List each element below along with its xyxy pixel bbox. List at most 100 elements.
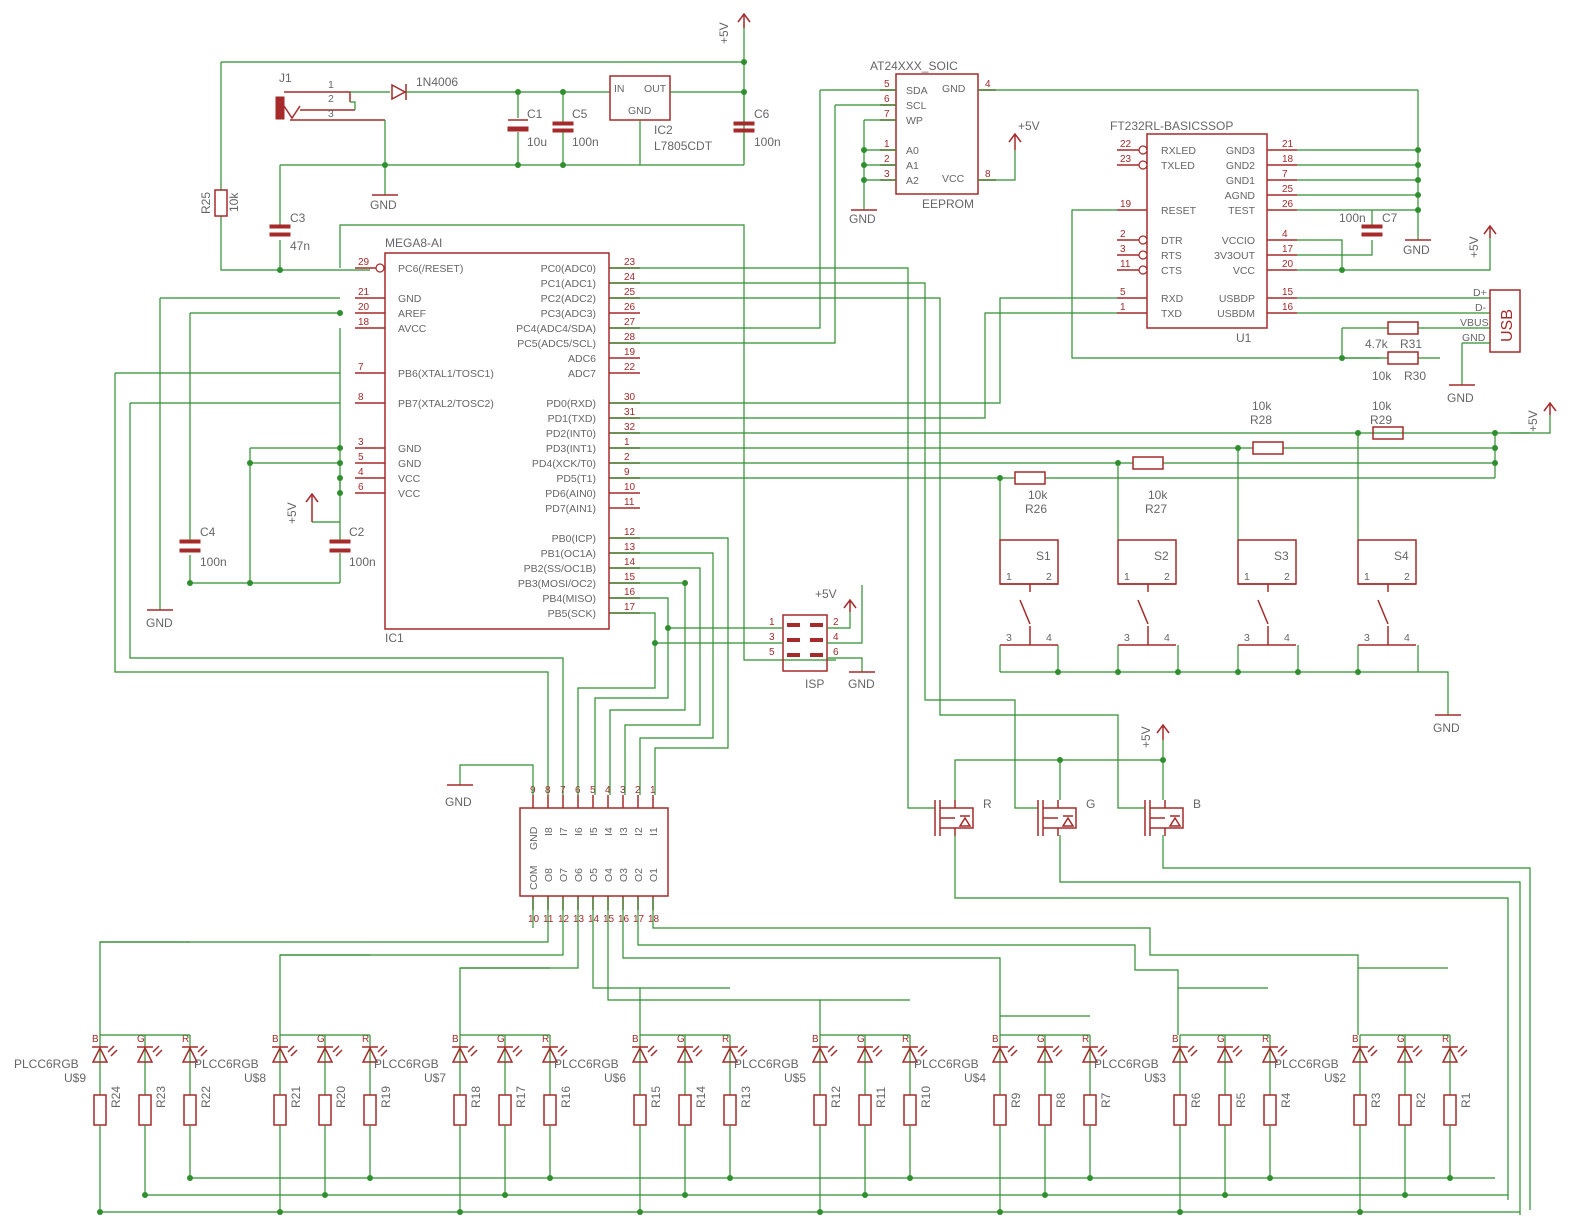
- led-resistor: [318, 1094, 332, 1126]
- led-color-label: R: [182, 1034, 189, 1045]
- mcu-pin-label: GND: [398, 458, 422, 470]
- svg-text:VBUS: VBUS: [1460, 317, 1489, 329]
- svg-text:OUT: OUT: [644, 83, 667, 95]
- svg-text:C1: C1: [527, 107, 543, 121]
- svg-text:R27: R27: [1145, 502, 1167, 516]
- svg-text:3: 3: [1124, 632, 1130, 644]
- svg-text:C5: C5: [572, 107, 588, 121]
- svg-text:3: 3: [328, 108, 334, 120]
- ftdi-u1: FT232RL-BASICSSOP U1 22RXLED23TXLED19RES…: [610, 90, 1497, 419]
- mcu-pin-number: 8: [358, 392, 364, 403]
- driver-ic: 910GNDCOM811I8O8712I7O7613I6O6514I5O5415…: [445, 537, 729, 925]
- svg-text:4.7k: 4.7k: [1365, 337, 1389, 351]
- driver-pin-label: I8: [543, 827, 555, 836]
- led-resistor: [1083, 1094, 1097, 1126]
- j1-label: J1: [279, 71, 292, 85]
- svg-text:10k: 10k: [1372, 369, 1392, 383]
- svg-text:C4: C4: [200, 525, 216, 539]
- svg-text:GND: GND: [942, 83, 966, 95]
- driver-pins: 910GNDCOM811I8O8712I7O7613I6O6514I5O5415…: [528, 785, 660, 925]
- svg-text:GND: GND: [628, 105, 652, 117]
- mcu-pin-label: AREF: [398, 308, 426, 320]
- led-diode: [1261, 1046, 1279, 1063]
- eeprom-pin-label: SDA: [906, 85, 928, 97]
- led-ref: U$5: [784, 1071, 806, 1085]
- led-resistor-label: R19: [379, 1086, 393, 1108]
- led-resistor-label: R12: [829, 1086, 843, 1108]
- ftdi-pin-number: 23: [1120, 154, 1132, 165]
- led-resistor-label: R5: [1234, 1092, 1248, 1108]
- mcu-pin-number: 15: [624, 572, 636, 583]
- ftdi-pin-label: USBDP: [1219, 293, 1255, 305]
- led-diode: [496, 1046, 514, 1063]
- svg-text:6: 6: [833, 647, 839, 658]
- driver-pin-number: 18: [648, 914, 660, 925]
- driver-pin-number: 16: [618, 914, 630, 925]
- driver-pin-label: I3: [618, 827, 630, 836]
- led-resistor-label: R15: [649, 1086, 663, 1108]
- ftdi-pin-number: 17: [1282, 244, 1294, 255]
- led-diode: [631, 1046, 649, 1063]
- led-color-label: G: [1397, 1034, 1405, 1045]
- svg-text:C3: C3: [290, 211, 306, 225]
- led-ref: U$2: [1324, 1071, 1346, 1085]
- mcu-pin-number: 25: [624, 287, 636, 298]
- led-value: PLCC6RGB: [194, 1057, 259, 1071]
- svg-text:3: 3: [769, 632, 775, 643]
- ftdi-pin-label: USBDM: [1217, 308, 1255, 320]
- ftdi-pin-number: 7: [1282, 169, 1288, 180]
- led-resistor: [1353, 1094, 1367, 1126]
- led-resistor-label: R17: [514, 1086, 528, 1108]
- led-diode: [1441, 1046, 1459, 1063]
- led-diode: [361, 1046, 379, 1063]
- eeprom-pin-number: 5: [884, 79, 890, 90]
- mcu-pin-label: PD7(AIN1): [545, 503, 596, 515]
- ftdi-right-pins: 21GND318GND27GND125AGND26TEST4VCCIO173V3…: [1214, 139, 1297, 320]
- driver-pin-label: I4: [603, 827, 615, 836]
- svg-text:2: 2: [1164, 571, 1170, 583]
- led-routing: [99, 898, 1520, 1213]
- led-resistor-label: R11: [874, 1087, 888, 1108]
- svg-text:R30: R30: [1404, 369, 1426, 383]
- led-diode: [181, 1046, 199, 1063]
- eeprom-pin-number: 2: [884, 154, 890, 165]
- svg-text:4: 4: [1404, 632, 1410, 644]
- ftdi-pin-number: 25: [1282, 184, 1294, 195]
- led-diode: [721, 1046, 739, 1063]
- led-color-label: B: [272, 1034, 279, 1045]
- ftdi-pin-number: 18: [1282, 154, 1294, 165]
- mcu-right-pins: 23PC0(ADC0)24PC1(ADC1)25PC2(ADC2)26PC3(A…: [516, 257, 640, 620]
- led-resistor: [1398, 1094, 1412, 1126]
- svg-text:EEPROM: EEPROM: [922, 197, 974, 211]
- mcu-pin-number: 12: [624, 527, 636, 538]
- led-color-label: R: [1082, 1034, 1089, 1045]
- ftdi-pin-label: RXD: [1161, 293, 1184, 305]
- svg-text:USB: USB: [1499, 309, 1516, 342]
- svg-text:2: 2: [1046, 571, 1052, 583]
- driver-pin-number: 15: [603, 914, 615, 925]
- buttons-section: +5V 10k R26 10k R27 10k R28 10k R29 GND …: [610, 399, 1557, 735]
- driver-pin-number: 7: [560, 785, 566, 796]
- svg-text:C6: C6: [754, 107, 770, 121]
- fet-label: B: [1193, 797, 1201, 811]
- svg-text:4: 4: [833, 632, 839, 643]
- driver-pin-label: O2: [633, 868, 645, 882]
- led-color-label: B: [1352, 1034, 1359, 1045]
- mcu-pin-number: 30: [624, 392, 636, 403]
- driver-pin-label: O6: [573, 868, 585, 882]
- mcu-pin-label: PC2(ADC2): [541, 293, 596, 305]
- mcu-pin-label: VCC: [398, 473, 421, 485]
- led-resistor-label: R16: [559, 1086, 573, 1108]
- mcu-pin-number: 2: [624, 452, 630, 463]
- mcu-pin-label: PC1(ADC1): [541, 278, 596, 290]
- led-diode: [856, 1046, 874, 1063]
- ftdi-pin-number: 4: [1282, 229, 1288, 240]
- svg-text:2: 2: [328, 93, 334, 105]
- mcu-pin-number: 10: [624, 482, 636, 493]
- svg-text:2: 2: [1404, 571, 1410, 583]
- mcu-pin-label: PC3(ADC3): [541, 308, 596, 320]
- driver-pin-label: O5: [588, 868, 600, 882]
- led-color-label: R: [542, 1034, 549, 1045]
